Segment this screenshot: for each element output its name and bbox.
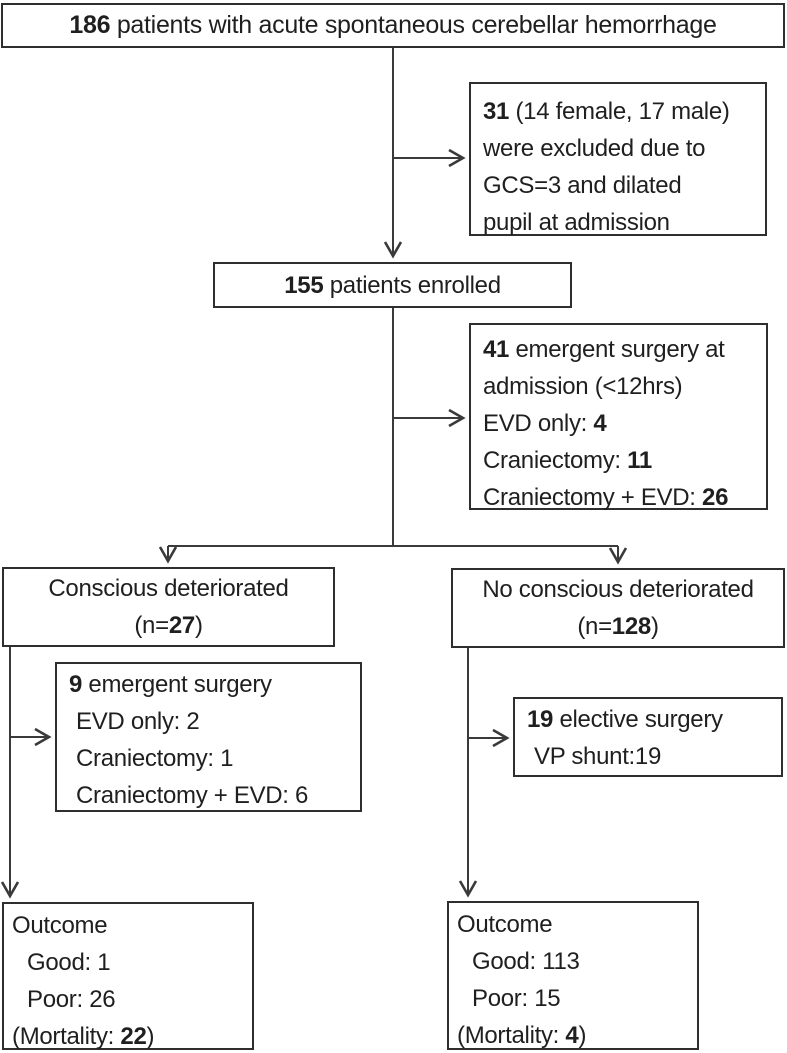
total-count: 186: [69, 11, 111, 39]
craniectomy-count: 11: [627, 447, 652, 474]
emergent-admission-line-4: Craniectomy: 11: [483, 442, 754, 479]
node-excluded: 31 (14 female, 17 male) were excluded du…: [469, 82, 767, 236]
n-suffix: ): [194, 612, 203, 639]
outcome-left-title: Outcome: [12, 912, 108, 939]
deteriorated-title: Conscious deteriorated: [48, 575, 289, 602]
outcome-left-poor: Poor: 26: [27, 986, 116, 1013]
emergent-late-count: 9: [69, 671, 83, 698]
node-emergent-surgery-admission: 41 emergent surgery at admission (<12hrs…: [469, 323, 768, 511]
elective-line-1: 19 elective surgery: [527, 701, 769, 738]
craniectomy-evd-label: Craniectomy + EVD:: [483, 484, 703, 511]
outcome-right-poor: Poor: 15: [472, 985, 561, 1012]
excluded-count: 31: [483, 98, 510, 125]
n-prefix: (n=: [577, 613, 612, 640]
excluded-line-4: pupil at admission: [483, 209, 670, 236]
node-emergent-surgery-late: 9 emergent surgery EVD only: 2 Craniecto…: [55, 662, 362, 812]
craniectomy-evd-count: 26: [702, 484, 729, 511]
enrolled-text: 155 patients enrolled: [284, 267, 501, 304]
node-no-conscious-deteriorated: No conscious deteriorated (n=128): [451, 568, 785, 648]
total-patients-text: 186 patients with acute spontaneous cere…: [69, 7, 717, 44]
emergent-late-line-4: Craniectomy + EVD: 6: [76, 782, 309, 809]
node-total-patients: 186 patients with acute spontaneous cere…: [1, 3, 785, 48]
not-deteriorated-n: (n=128): [577, 608, 659, 645]
outcome-left-mortality: (Mortality: 22): [12, 1018, 244, 1053]
node-enrolled: 155 patients enrolled: [213, 262, 572, 308]
mortality-suffix: ): [578, 1022, 587, 1049]
excluded-line-1-rest: (14 female, 17 male): [509, 98, 730, 125]
excluded-line-2: were excluded due to: [483, 135, 706, 162]
mortality-suffix: ): [146, 1023, 155, 1050]
node-elective-surgery: 19 elective surgery VP shunt:19: [513, 697, 783, 777]
emergent-admission-line-5: Craniectomy + EVD: 26: [483, 479, 754, 516]
mortality-count: 4: [565, 1022, 579, 1049]
excluded-line-3: GCS=3 and dilated: [483, 172, 682, 199]
excluded-line-1: 31 (14 female, 17 male): [483, 93, 753, 130]
total-label: patients with acute spontaneous cerebell…: [110, 11, 717, 39]
outcome-right-title: Outcome: [457, 911, 553, 938]
enrolled-count: 155: [284, 271, 324, 299]
not-deteriorated-title: No conscious deteriorated: [482, 576, 754, 603]
elective-line-1-rest: elective surgery: [553, 706, 723, 733]
emergent-admission-line-3: EVD only: 4: [483, 405, 754, 442]
outcome-left-good: Good: 1: [27, 949, 111, 976]
outcome-right-good: Good: 113: [472, 948, 580, 975]
mortality-prefix: (Mortality:: [457, 1022, 566, 1049]
emergent-late-line-3: Craniectomy: 1: [76, 745, 234, 772]
outcome-right-mortality: (Mortality: 4): [457, 1017, 689, 1053]
deteriorated-count: 27: [168, 612, 195, 639]
elective-count: 19: [527, 706, 554, 733]
emergent-late-line-2: EVD only: 2: [76, 708, 200, 735]
node-outcome-not-deteriorated: Outcome Good: 113 Poor: 15 (Mortality: 4…: [447, 901, 699, 1050]
n-suffix: ): [650, 613, 659, 640]
emergent-admission-line-1-rest: emergent surgery at: [509, 336, 725, 363]
evd-only-label: EVD only:: [483, 410, 594, 437]
mortality-prefix: (Mortality:: [12, 1023, 121, 1050]
evd-only-count: 4: [593, 410, 607, 437]
mortality-count: 22: [120, 1023, 147, 1050]
emergent-late-line-1-rest: emergent surgery: [82, 671, 272, 698]
emergent-admission-line-1: 41 emergent surgery at: [483, 331, 754, 368]
emergent-late-line-1: 9 emergent surgery: [69, 666, 348, 703]
elective-line-2: VP shunt:19: [534, 743, 662, 770]
deteriorated-n: (n=27): [134, 607, 203, 644]
craniectomy-label: Craniectomy:: [483, 447, 628, 474]
emergent-admission-line-2: admission (<12hrs): [483, 373, 683, 400]
node-conscious-deteriorated: Conscious deteriorated (n=27): [2, 567, 335, 647]
emergent-admission-count: 41: [483, 336, 510, 363]
not-deteriorated-count: 128: [611, 613, 651, 640]
node-outcome-deteriorated: Outcome Good: 1 Poor: 26 (Mortality: 22): [2, 902, 254, 1050]
n-prefix: (n=: [134, 612, 169, 639]
enrolled-label: patients enrolled: [323, 271, 501, 299]
